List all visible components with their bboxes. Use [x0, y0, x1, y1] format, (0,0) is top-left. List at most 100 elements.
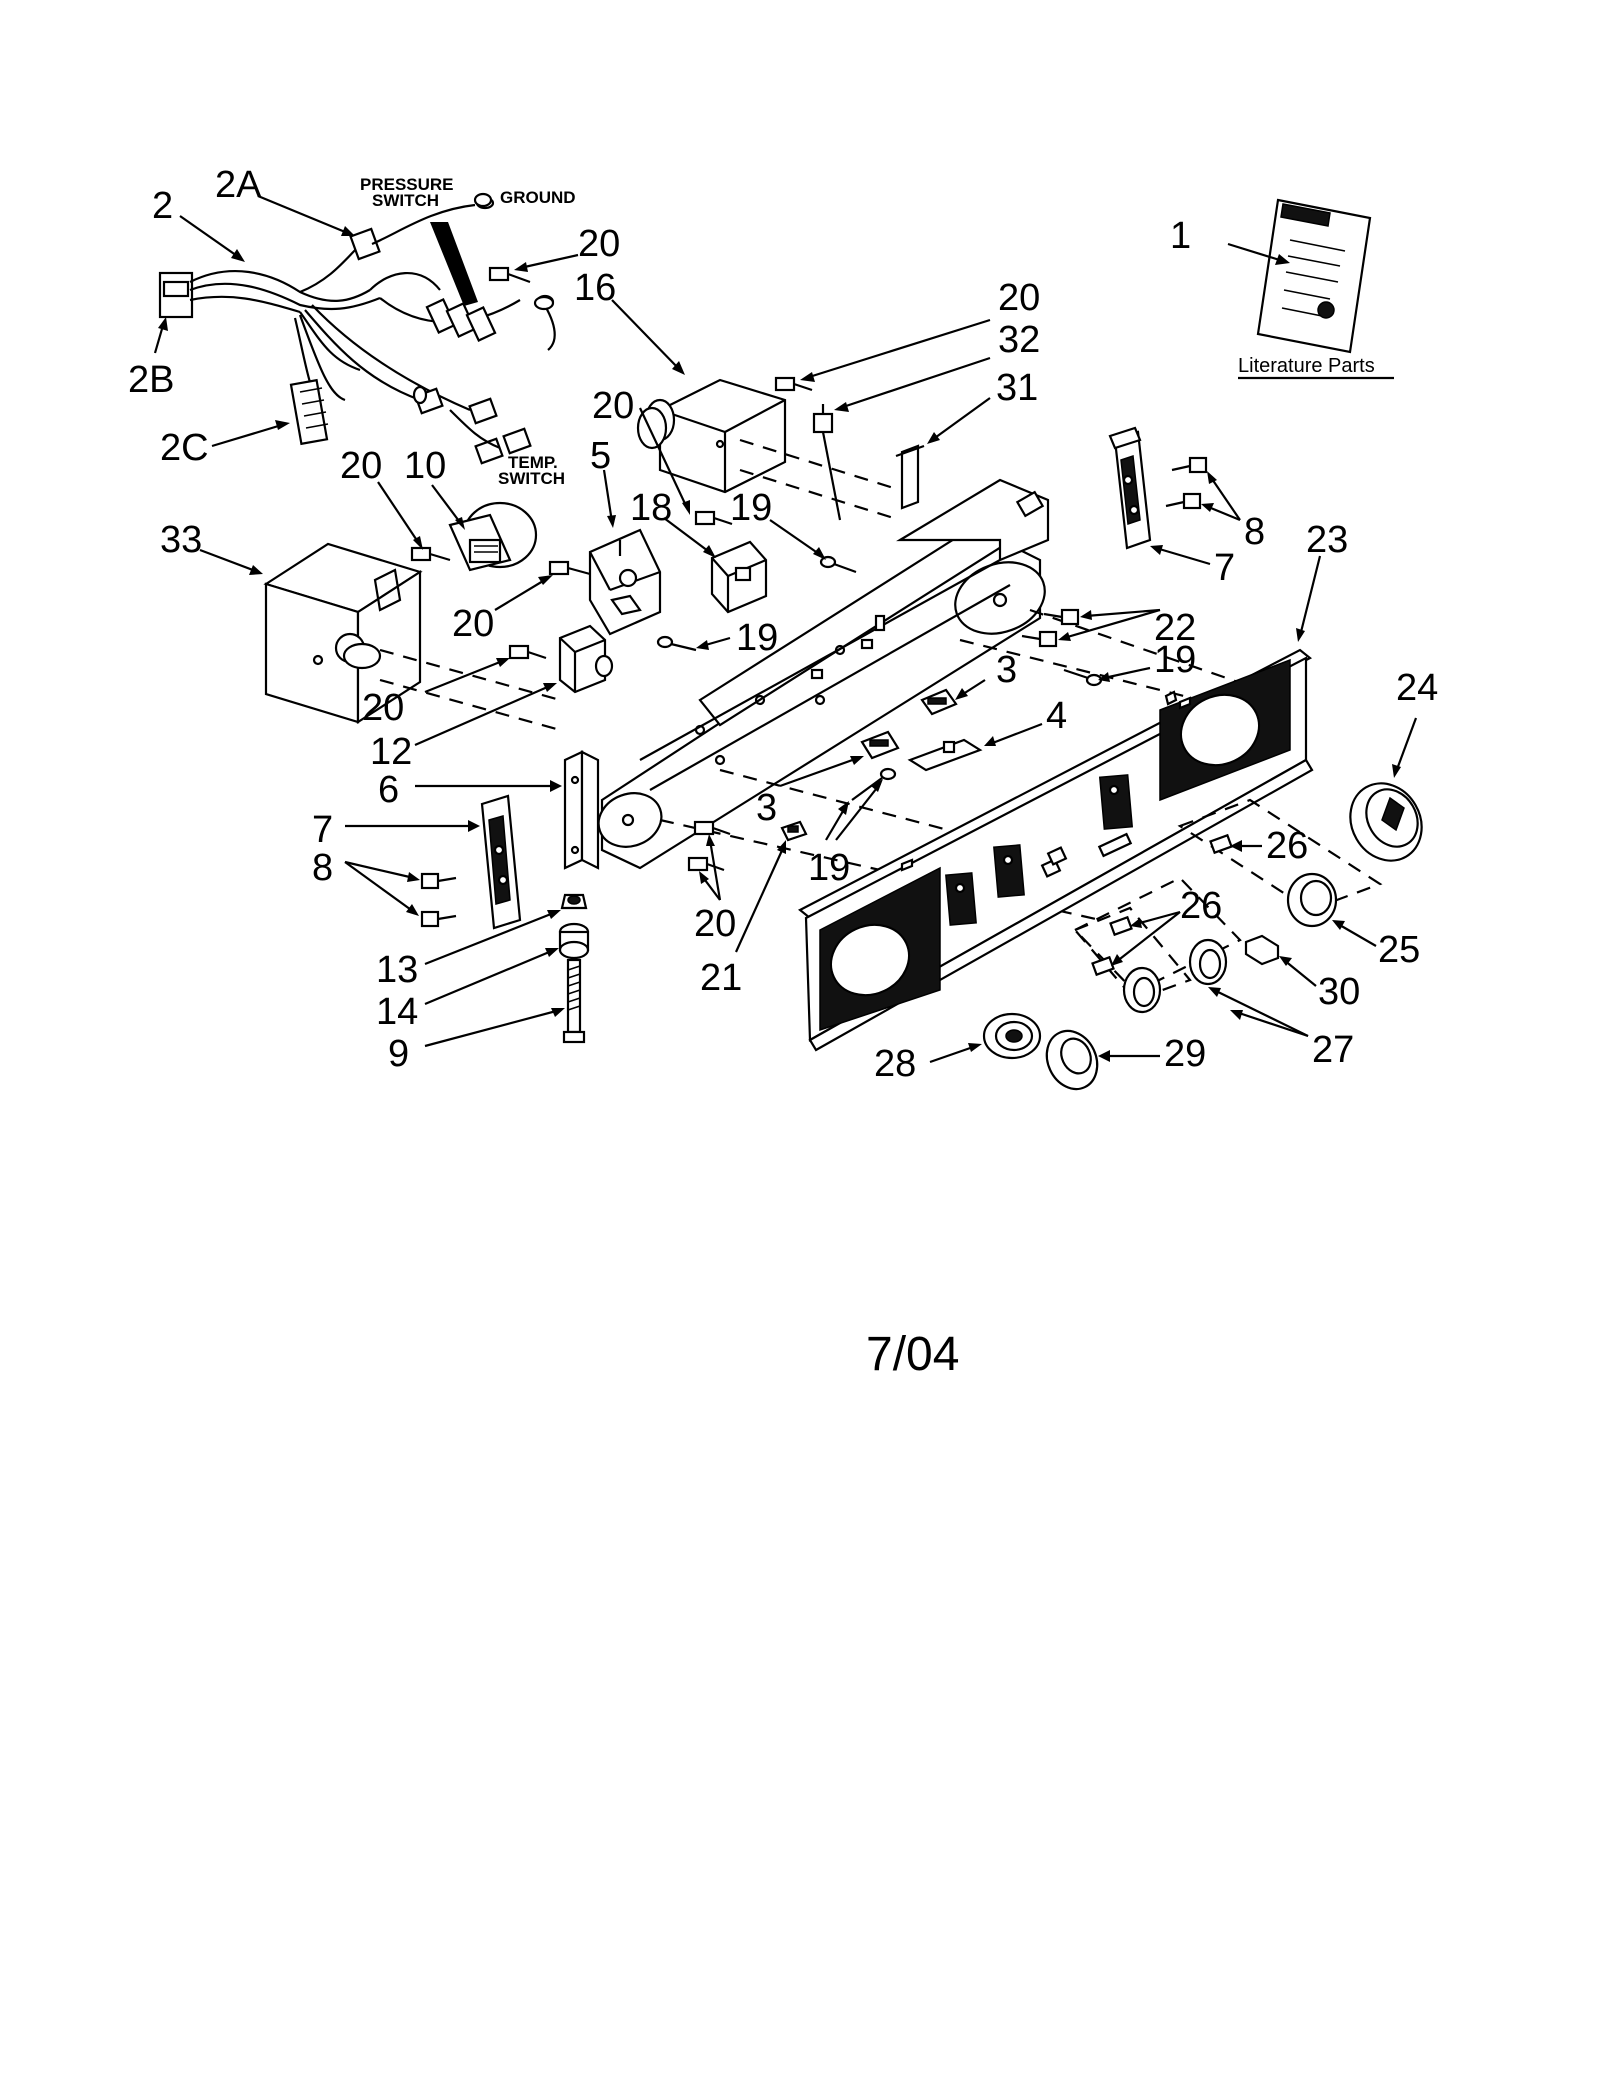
callout-8a: 8 [1244, 511, 1265, 553]
screw-19-top [819, 555, 857, 574]
label-pressure-2: SWITCH [372, 191, 439, 210]
part-26-upper [1209, 833, 1233, 855]
callout-25: 25 [1378, 929, 1420, 971]
screw-19-right [1063, 668, 1103, 687]
literature-booklet [1256, 198, 1372, 354]
part-8-right [1165, 456, 1208, 510]
screw-20-left [410, 546, 591, 576]
part-3-upper [920, 688, 958, 716]
leader-8b-1 [344, 860, 415, 880]
leader-20c [494, 577, 549, 611]
callout-12: 12 [370, 731, 412, 773]
callout-19a: 19 [730, 487, 772, 529]
part-25 [1286, 872, 1338, 928]
part-7-right [1108, 426, 1152, 550]
leader-19d [1103, 666, 1151, 680]
callout-20f: 20 [362, 687, 404, 729]
screw-20-mid [694, 510, 733, 526]
callout-2: 2 [152, 185, 173, 227]
label-pressure-1: PRESSURE [360, 175, 454, 194]
part-13 [560, 893, 588, 910]
leader-16 [611, 299, 681, 371]
leader-2a [257, 194, 351, 236]
callout-28: 28 [874, 1043, 916, 1085]
leader-19c-2 [835, 783, 881, 841]
callout-7a: 7 [1214, 547, 1235, 589]
dashed-group-29 [1073, 906, 1192, 1002]
callout-20d: 20 [998, 277, 1040, 319]
leader-24 [1394, 717, 1418, 773]
callout-32: 32 [998, 319, 1040, 361]
callout-7b: 7 [312, 809, 333, 851]
leader-4 [989, 722, 1043, 746]
callout-20a: 20 [578, 223, 620, 265]
leader-14 [424, 948, 555, 1006]
leader-25 [1337, 923, 1377, 947]
callout-3b: 3 [756, 787, 777, 829]
leader-20e [639, 407, 689, 511]
label-temp-1: TEMP. [508, 453, 558, 472]
callout-5: 5 [590, 435, 611, 477]
part-31 [895, 444, 925, 510]
leader-19a [769, 519, 823, 557]
screw-19-lower [851, 767, 897, 801]
callout-9: 9 [388, 1033, 409, 1075]
label-literature-parts: Literature Parts [1238, 355, 1375, 377]
part-3-lower [860, 730, 900, 760]
part-21 [780, 820, 808, 842]
leader-20a [519, 253, 579, 270]
callout-33: 33 [160, 519, 202, 561]
leader-22-2 [1063, 608, 1161, 640]
leader-31 [931, 397, 991, 441]
part-32 [812, 404, 842, 521]
callout-10: 10 [404, 445, 446, 487]
leader-22-1 [1085, 608, 1161, 618]
part-18 [710, 540, 768, 614]
part-12 [558, 624, 614, 694]
callout-24: 24 [1396, 667, 1438, 709]
callout-26a: 26 [1266, 825, 1308, 867]
callout-19b: 19 [736, 617, 778, 659]
console-body [597, 478, 1291, 922]
leader-2 [179, 215, 241, 259]
screw-20-bottom [687, 820, 731, 872]
callout-2a: 2A [215, 164, 262, 206]
wire-harness [158, 196, 556, 465]
callout-20b: 20 [340, 445, 382, 487]
leader-8a-1 [1209, 475, 1241, 521]
leader-1 [1227, 242, 1287, 264]
part-8-left [420, 872, 457, 928]
callout-22: 22 [1154, 607, 1196, 649]
part-6 [563, 750, 600, 870]
callout-20e: 20 [592, 385, 634, 427]
leader-21 [734, 845, 786, 953]
part-4 [907, 738, 983, 772]
part-33-box [263, 542, 561, 732]
part-14 [558, 922, 590, 960]
callout-23: 23 [1306, 519, 1348, 561]
callout-26b: 26 [1180, 885, 1222, 927]
callout-4: 4 [1046, 695, 1067, 737]
part-10 [448, 501, 538, 572]
leader-12 [414, 683, 553, 747]
callout-30: 30 [1318, 971, 1360, 1013]
part-9 [562, 958, 586, 1044]
callout-27: 27 [1312, 1029, 1354, 1071]
callout-3a: 3 [996, 649, 1017, 691]
leader-20f [424, 658, 506, 694]
callout-18: 18 [630, 487, 672, 529]
leader-32 [839, 356, 991, 410]
leader-23 [1298, 555, 1322, 637]
part-22 [1021, 608, 1080, 648]
footer-date: 7/04 [866, 1328, 959, 1381]
part-7-left [480, 794, 522, 930]
part-16 [636, 378, 901, 522]
part-30 [1244, 934, 1280, 966]
screw-20-low-left [508, 644, 547, 660]
callout-6: 6 [378, 769, 399, 811]
callout-16: 16 [574, 267, 616, 309]
callout-13: 13 [376, 949, 418, 991]
part-29 [1045, 1029, 1099, 1091]
console-panel [797, 648, 1314, 1052]
